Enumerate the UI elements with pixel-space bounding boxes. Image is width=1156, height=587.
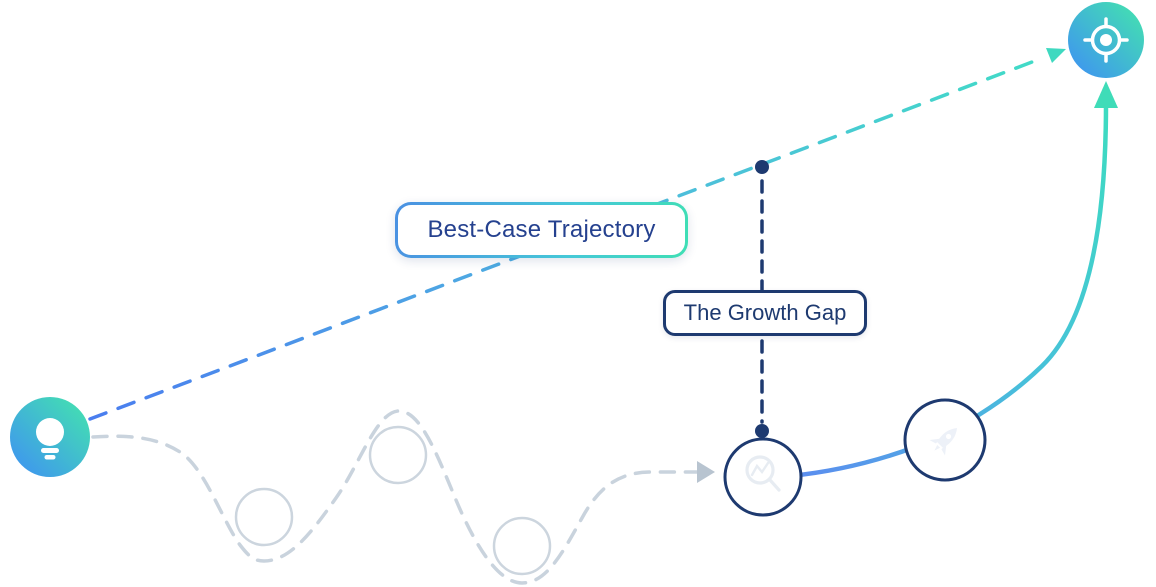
best-case-trajectory-line <box>88 57 1042 421</box>
best-case-arrowhead-icon <box>1046 48 1066 63</box>
lightbulb-icon <box>36 418 64 460</box>
best-case-trajectory-text: Best-Case Trajectory <box>398 205 685 255</box>
actual-path-arrowhead-icon <box>697 461 715 483</box>
growth-gap-top-dot <box>755 160 769 174</box>
actual-path-line <box>91 409 699 585</box>
milestone-node-1 <box>234 487 294 547</box>
milestone-node-3 <box>492 516 552 576</box>
target-icon <box>1083 17 1129 63</box>
milestone-node-2 <box>368 425 428 485</box>
growth-gap-bottom-dot <box>755 424 769 438</box>
analysis-node <box>723 437 803 517</box>
magnifier-icon <box>745 455 781 492</box>
growth-gap-label: The Growth Gap <box>663 290 867 336</box>
best-case-trajectory-label: Best-Case Trajectory <box>395 202 688 258</box>
growth-curve-arrowhead-icon <box>1094 81 1118 108</box>
growth-curve-line <box>787 101 1109 479</box>
